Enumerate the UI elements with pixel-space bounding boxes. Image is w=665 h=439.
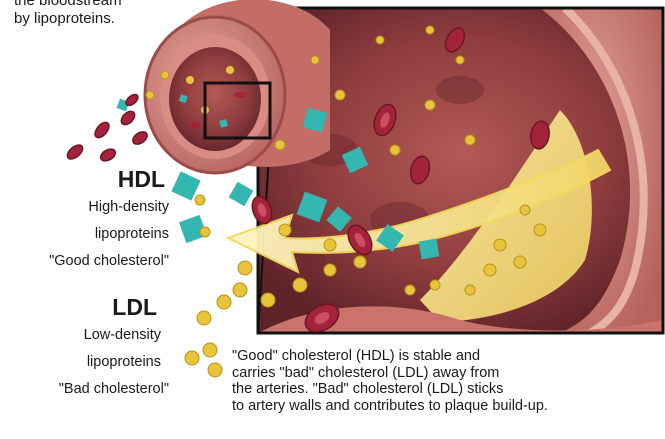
hdl-line1: High-density (88, 200, 169, 215)
hdl-line2: lipoproteins (95, 227, 169, 242)
ldl-line2: lipoproteins (87, 355, 161, 370)
ldl-line3: "Bad cholesterol" (59, 382, 169, 397)
caption-line1: "Good" cholesterol (HDL) is stable and (232, 348, 664, 365)
top-label-line2: by lipoproteins. (14, 11, 115, 26)
hdl-heading: HDL (118, 168, 165, 191)
ldl-line1: Low-density (84, 328, 161, 343)
explanation-caption: "Good" cholesterol (HDL) is stable and c… (232, 348, 664, 414)
caption-line4: to artery walls and contributes to plaqu… (232, 398, 664, 415)
hdl-line3: "Good cholesterol" (49, 254, 169, 269)
artery-cross-section-icon (145, 0, 330, 173)
ldl-heading: LDL (112, 296, 157, 319)
top-label-line1: the bloodstream (14, 0, 122, 8)
caption-line3: the arteries. "Bad" cholesterol (LDL) st… (232, 381, 664, 398)
caption-line2: carries "bad" cholesterol (LDL) away fro… (232, 365, 664, 382)
